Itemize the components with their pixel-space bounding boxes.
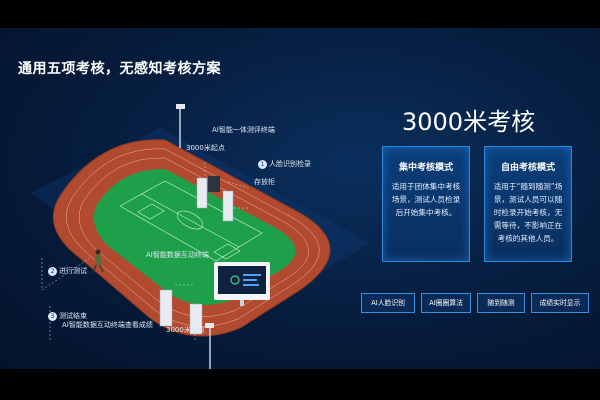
card-centralized-mode: 集中考核模式 适用于团体集中考核场景，测试人员检录后开始集中考核。 [382,146,470,262]
callout-running-label: 进行测试 [59,267,87,275]
step-number-2: 2 [48,267,57,276]
card-title: 自由考核模式 [500,163,555,173]
runner-figure [92,249,104,274]
track-scene [30,104,370,369]
callout-end-line2: AI智能数据互动终端查看成绩 [62,321,153,329]
section-heading: 3000米考核 [402,108,536,136]
step-number-1: 1 [258,160,267,169]
card-free-mode: 自由考核模式 适用于“随到随测”场景，测试人员可以随时检录开始考核，无需等待，不… [484,146,572,262]
callout-finish: 3000米终点 [166,326,205,334]
field-markings [119,180,263,262]
tag-realtime-score: 成绩实时显示 [531,293,589,313]
start-gate [196,176,234,222]
lane-line-2 [78,157,309,317]
tag-test-on-arrival: 随到随测 [477,293,525,313]
card-title: 集中考核模式 [398,163,453,173]
callout-terminal: AI智能一体测评终端 [212,126,275,134]
card-body: 适用于“随到随测”场景，测试人员可以随时检录开始考核，无需等待，不影响正在考核的… [493,182,563,243]
light-pole-bottom [205,323,214,369]
finish-gate [159,289,203,335]
callout-checkin-label: 人脸识别检录 [269,160,311,168]
callout-end-line1: 测试结束 [59,312,87,320]
interactive-terminal-screen [214,262,270,306]
slide-title: 通用五项考核，无感知考核方案 [18,61,221,77]
slide: 通用五项考核，无感知考核方案 [0,28,600,369]
callout-start: 3000米起点 [186,144,225,152]
callout-locker: 存放柜 [254,178,275,186]
card-body: 适用于团体集中考核场景，测试人员检录后开始集中考核。 [391,182,461,217]
lane-line-1 [65,148,320,327]
tag-circle-algorithm: AI圈圈算法 [421,293,471,313]
leader-lines [41,162,249,340]
step-number-3: 3 [48,312,57,321]
tag-face-recognition: AI人脸识别 [361,293,415,313]
light-pole-top [176,104,185,148]
callout-screen: AI智能数据互动终端 [146,251,209,259]
